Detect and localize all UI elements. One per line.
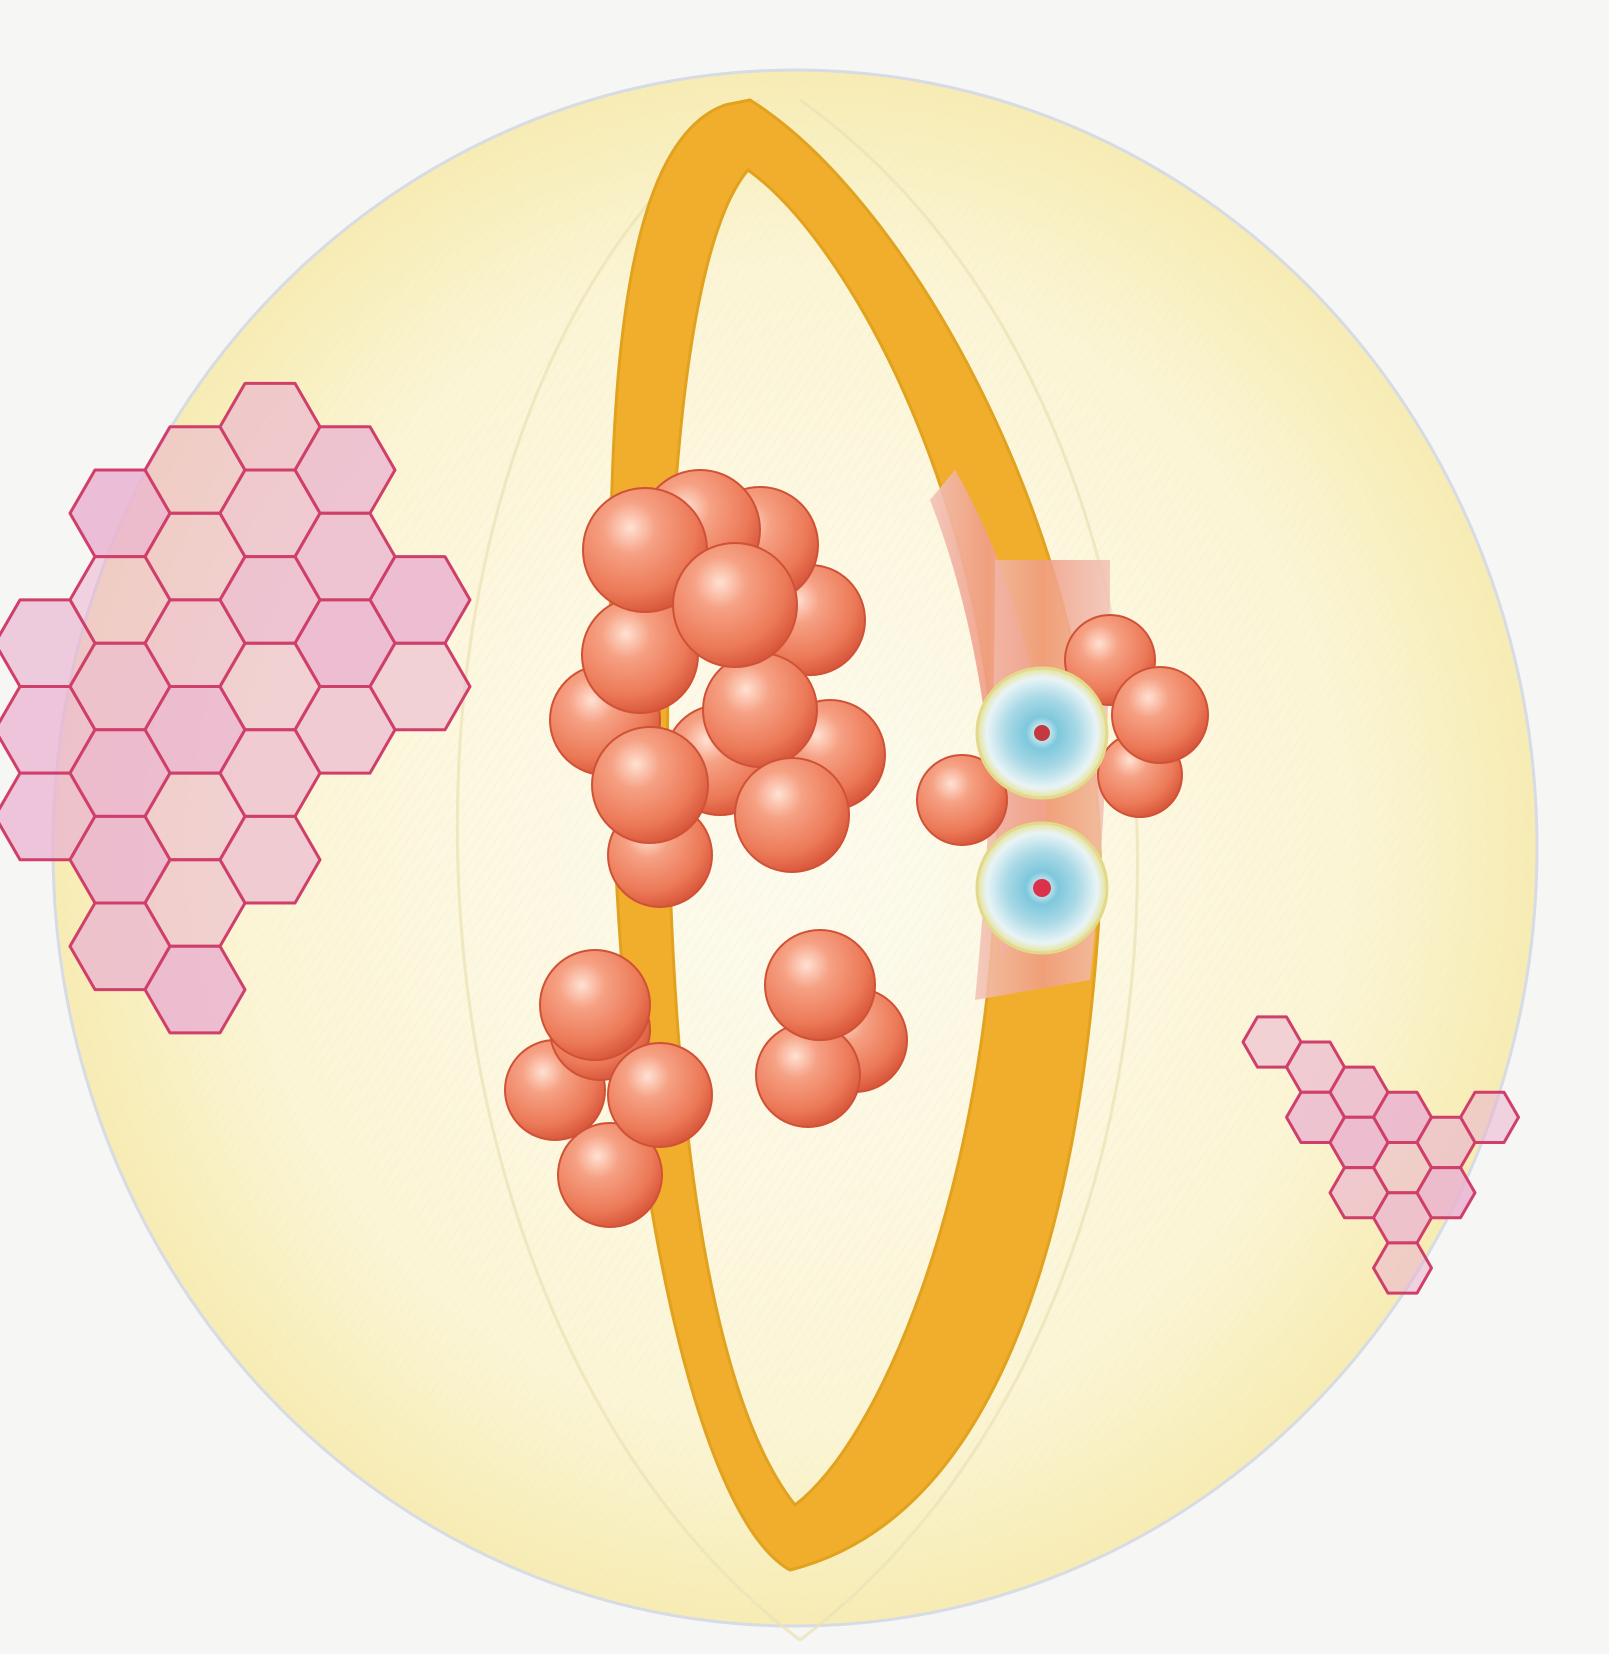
blue-eye-icon <box>975 821 1109 955</box>
orange-sphere-cluster-icon <box>755 929 908 1128</box>
orange-sphere-cluster-icon <box>549 469 886 908</box>
hexagon-cell <box>218 814 322 905</box>
pink-hexagon-cluster-icon <box>1241 1015 1520 1295</box>
pink-hexagon-cluster-icon <box>0 381 472 1035</box>
hexagon-cell <box>1415 1166 1477 1220</box>
blue-eye-icon <box>975 666 1109 800</box>
hexagon-cell <box>143 944 247 1035</box>
sphere-meridian-lines <box>455 98 1139 1642</box>
hexagon-cell <box>1372 1241 1433 1295</box>
orange-sphere-cluster-icon <box>504 949 713 1228</box>
orange-sphere-cluster-icon <box>916 614 1209 846</box>
